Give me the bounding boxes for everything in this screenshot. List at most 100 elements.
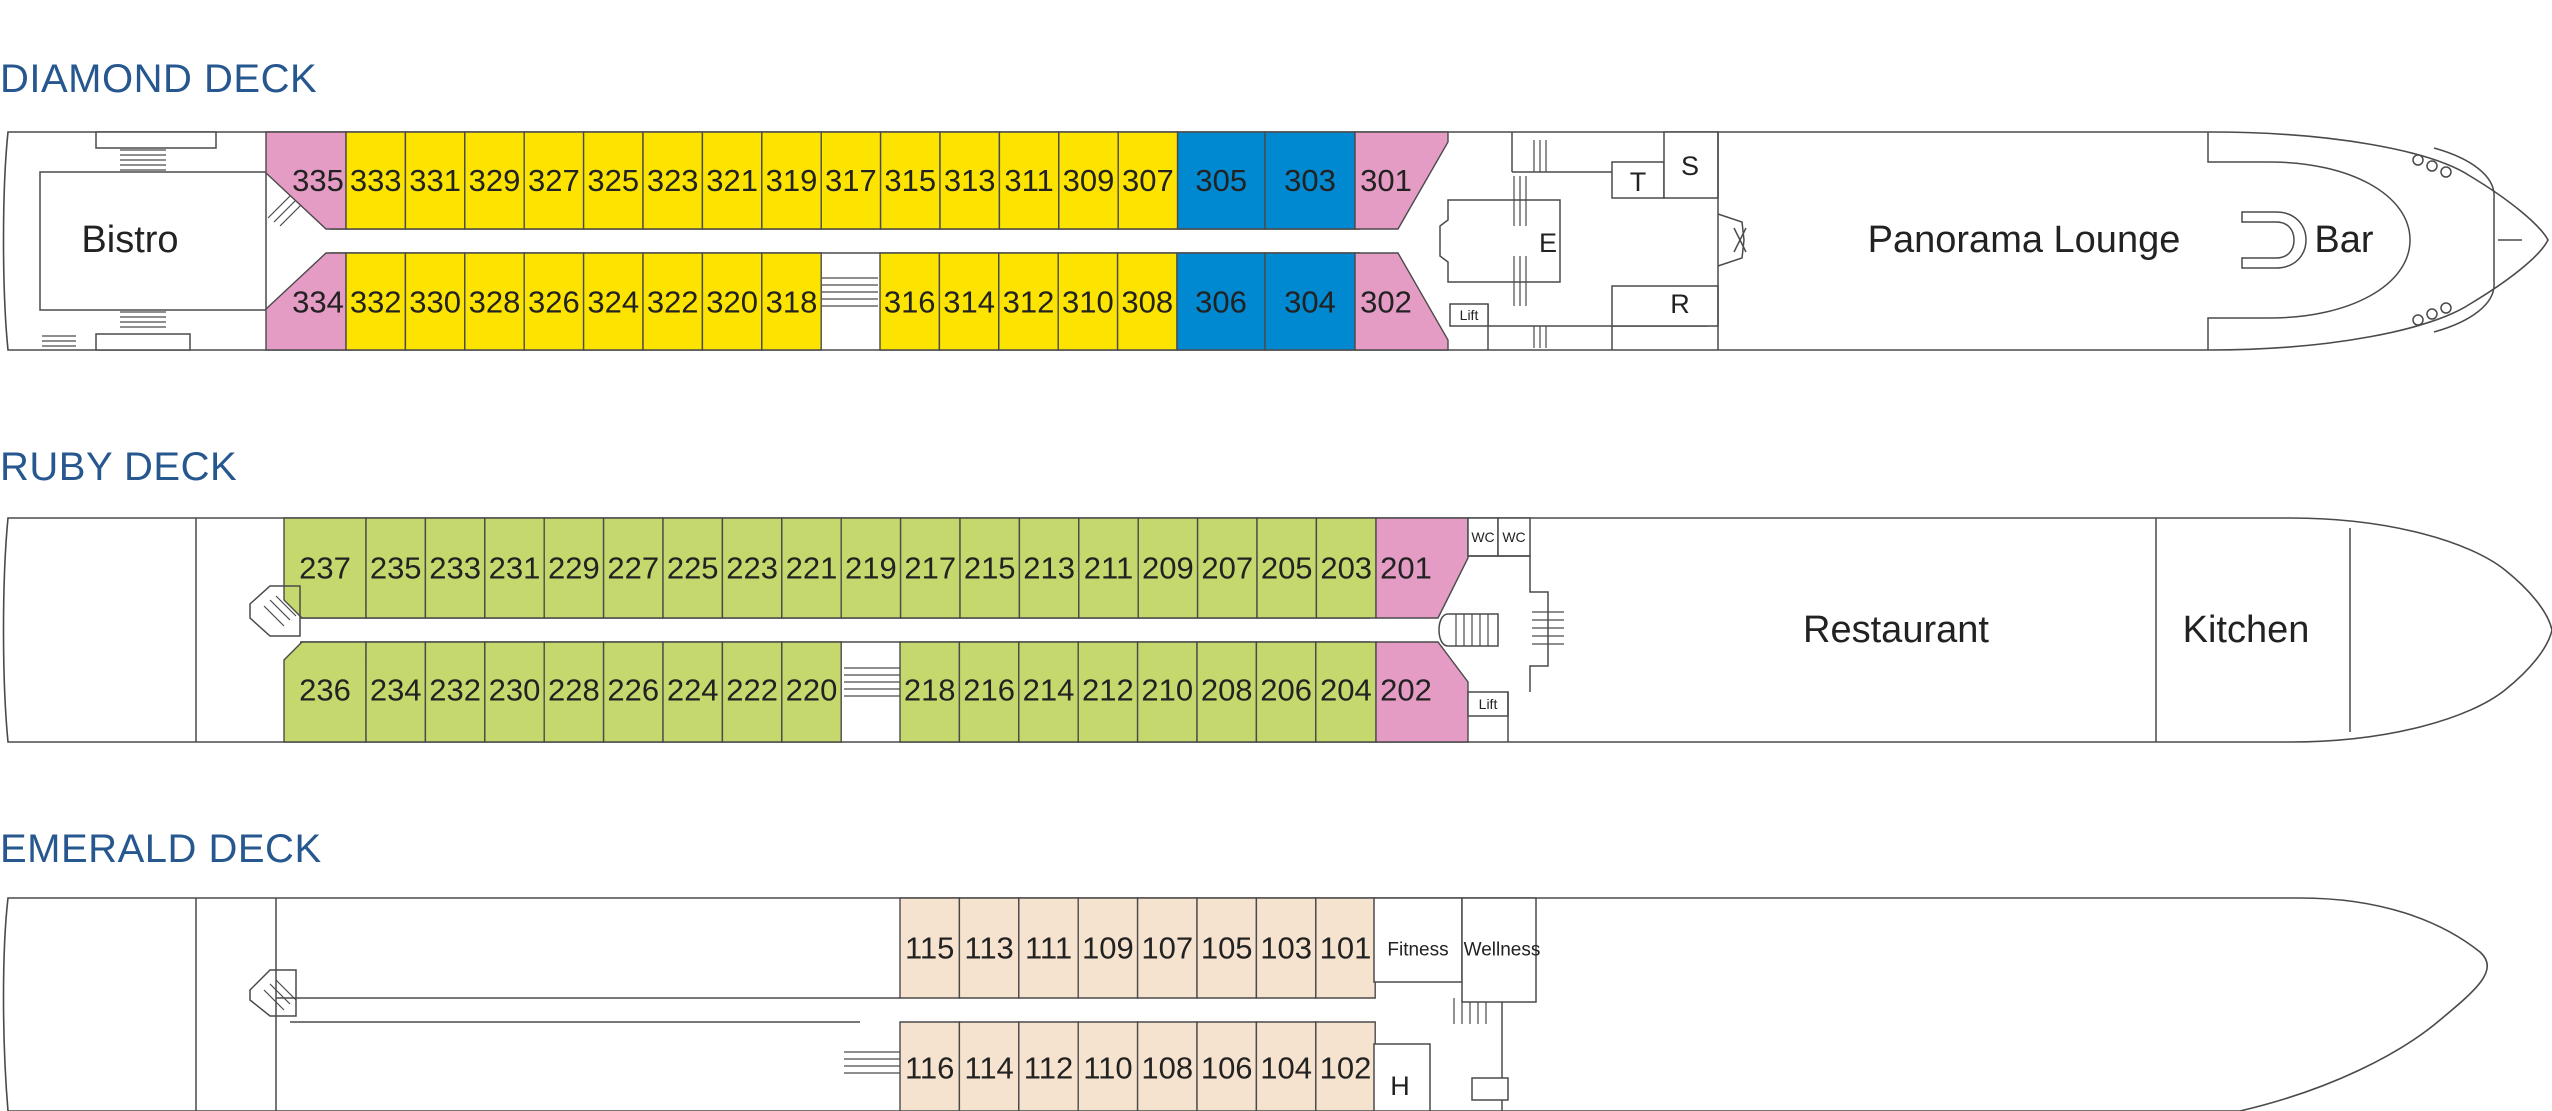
cabin-110[interactable]	[1077, 1021, 1139, 1111]
kitchen-label: Kitchen	[2183, 609, 2310, 651]
cabin-number: 313	[944, 163, 996, 198]
cabin-number: 108	[1141, 1051, 1193, 1086]
bistro-room	[39, 171, 267, 311]
cabin-number: 210	[1141, 673, 1193, 708]
cabin-number: 231	[489, 551, 541, 586]
ruby-spiral	[1438, 613, 1499, 647]
t-label: T	[1630, 167, 1647, 197]
cabin-number: 217	[904, 551, 956, 586]
cabin-number: 109	[1082, 931, 1134, 966]
emerald-small-box	[1471, 1077, 1509, 1101]
cabin-number: 220	[786, 673, 838, 708]
cabin-302[interactable]	[1354, 252, 1449, 351]
cabin-number: 323	[647, 163, 699, 198]
emerald-deck-title: EMERALD DECK	[0, 827, 322, 871]
h-room	[1373, 1043, 1431, 1111]
cabin-number: 214	[1023, 673, 1075, 708]
cabin-102[interactable]	[1315, 1021, 1376, 1111]
bar-icon	[2241, 211, 2307, 269]
cabin-number: 308	[1121, 285, 1173, 320]
cabin-301[interactable]	[1354, 131, 1449, 230]
cabin-number: 224	[667, 673, 719, 708]
bistro-stairs-bottom	[42, 311, 166, 347]
cabin-number: 324	[587, 285, 639, 320]
cabin-number: 301	[1360, 163, 1412, 198]
bow-deck	[2433, 147, 2495, 333]
cabin-number: 327	[528, 163, 580, 198]
diamond-deck-title: DIAMOND DECK	[0, 57, 317, 101]
cabin-number: 225	[667, 551, 719, 586]
cabin-number: 218	[904, 673, 956, 708]
s-room	[1663, 131, 1719, 199]
cabin-318[interactable]	[761, 252, 822, 351]
cabin-number: 325	[587, 163, 639, 198]
cabin-number: 205	[1261, 551, 1313, 586]
cabin-number: 235	[370, 551, 422, 586]
cabin-number: 311	[1004, 163, 1053, 198]
bistro-bottom-step	[95, 333, 191, 351]
cabin-number: 104	[1260, 1051, 1312, 1086]
cabin-number: 312	[1003, 285, 1055, 320]
cabin-number: 331	[409, 163, 461, 198]
cabin-number: 232	[429, 673, 481, 708]
cabin-number: 105	[1201, 931, 1253, 966]
e-stairs	[1513, 140, 1547, 348]
wc-2	[1497, 517, 1531, 557]
cabin-number: 203	[1320, 551, 1372, 586]
cabin-201[interactable]	[1375, 517, 1469, 619]
diamond-mid-stairs	[267, 195, 878, 307]
h-label: H	[1390, 1071, 1410, 1101]
e-label: E	[1539, 228, 1557, 258]
cabin-number: 107	[1141, 931, 1193, 966]
cabin-114[interactable]	[958, 1021, 1020, 1111]
cabin-number: 208	[1201, 673, 1253, 708]
cabin-number: 303	[1284, 163, 1336, 198]
cabin-116[interactable]	[899, 1021, 961, 1111]
cabin-number: 318	[766, 285, 818, 320]
cabin-number: 204	[1320, 673, 1372, 708]
cabin-number: 321	[706, 163, 758, 198]
cabin-220[interactable]	[781, 641, 842, 743]
cabin-number: 110	[1083, 1051, 1132, 1086]
r-label: R	[1670, 289, 1690, 319]
cabin-number: 213	[1023, 551, 1075, 586]
cabin-112[interactable]	[1018, 1021, 1079, 1111]
cabin-number: 222	[726, 673, 778, 708]
cabin-335[interactable]	[265, 131, 347, 230]
cabin-number: 307	[1122, 163, 1174, 198]
cabin-number: 328	[469, 285, 521, 320]
cabin-number: 102	[1320, 1051, 1372, 1086]
cabin-number: 219	[845, 551, 897, 586]
lift-label: Lift	[1460, 307, 1479, 323]
cabin-number: 212	[1082, 673, 1134, 708]
compass-mark	[1733, 227, 1747, 253]
cabin-106[interactable]	[1196, 1021, 1258, 1111]
cabin-number: 227	[607, 551, 659, 586]
ruby-lift-box	[1467, 691, 1509, 717]
wellness-label: Wellness	[1464, 940, 1541, 961]
cabin-number: 319	[766, 163, 818, 198]
cabin-number: 306	[1195, 285, 1247, 320]
cabin-101[interactable]	[1315, 897, 1376, 999]
cabin-number: 201	[1380, 551, 1432, 586]
cabin-number: 316	[884, 285, 936, 320]
cabin-number: 302	[1360, 285, 1412, 320]
cabin-number: 237	[299, 551, 351, 586]
ruby-stair-hall	[1468, 555, 1549, 692]
cabin-104[interactable]	[1255, 1021, 1317, 1111]
cabin-number: 229	[548, 551, 600, 586]
cabin-number: 211	[1084, 551, 1133, 586]
cabin-number: 334	[292, 285, 344, 320]
cabin-108[interactable]	[1136, 1021, 1198, 1111]
cabin-number: 309	[1063, 163, 1115, 198]
cabin-number: 329	[469, 163, 521, 198]
cabin-number: 304	[1284, 285, 1336, 320]
cabin-number: 228	[548, 673, 600, 708]
lift-box	[1449, 303, 1489, 327]
cabin-number: 207	[1201, 551, 1253, 586]
restaurant-label: Restaurant	[1803, 609, 1989, 651]
cabin-number: 236	[299, 673, 351, 708]
ruby-lift-label: Lift	[1479, 696, 1498, 712]
